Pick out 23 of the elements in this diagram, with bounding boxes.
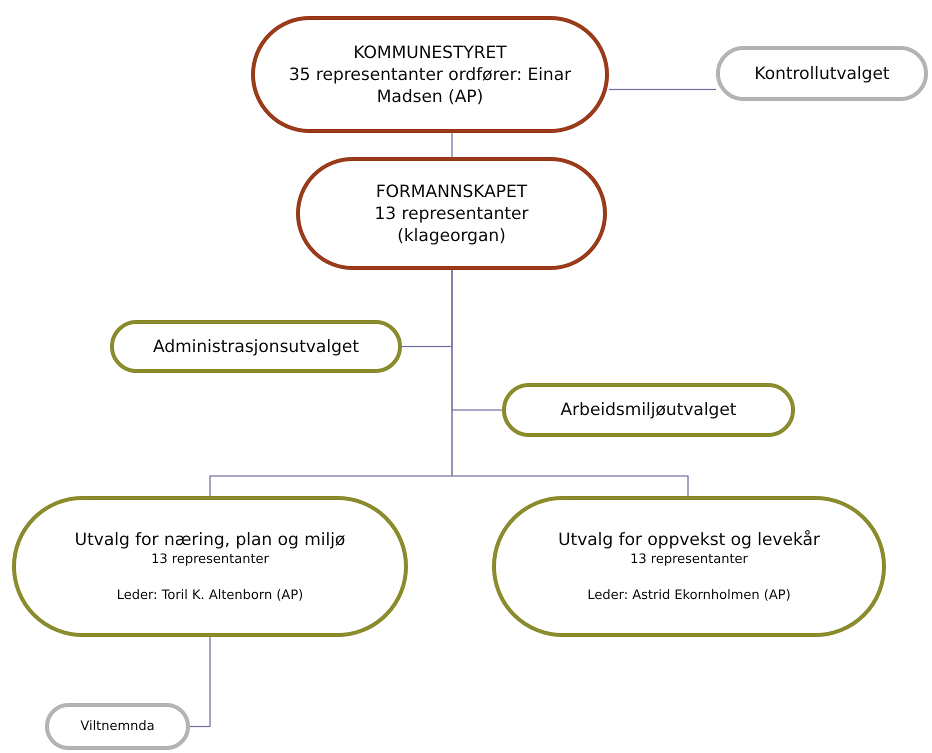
committee-name: Administrasjonsutvalget (152, 336, 359, 358)
connector-line (190, 637, 211, 728)
connector-line (209, 270, 453, 496)
committee-name: Viltnemnda (80, 718, 155, 736)
member-count: 13 representanter (151, 550, 269, 568)
committee-box (716, 46, 928, 101)
leader-text: Leder: Astrid Ekornholmen (AP) (587, 586, 791, 604)
committee-title: Utvalg for oppvekst og levekår (558, 528, 820, 550)
committee-box (45, 703, 190, 750)
committee-name: Kontrollutvalget (754, 62, 890, 84)
committee-box (110, 320, 402, 373)
connector-line (451, 270, 689, 496)
committee-details: 13 representanter (klageorgan) (373, 202, 530, 246)
committee-title: KOMMUNESTYRET (353, 42, 507, 64)
connector-line (451, 133, 453, 157)
committee-name: Arbeidsmiljøutvalget (560, 399, 736, 421)
leader-text: Leder: Toril K. Altenborn (AP) (116, 586, 304, 604)
connector-line (609, 88, 716, 90)
committee-details: 35 representanter ordfører: Einar Madsen (AP) (288, 64, 572, 108)
member-count: 13 representanter (630, 550, 748, 568)
committee-title: FORMANNSKAPET (376, 180, 528, 202)
committee-box (502, 383, 795, 437)
committee-title: Utvalg for næring, plan og miljø (74, 528, 346, 550)
